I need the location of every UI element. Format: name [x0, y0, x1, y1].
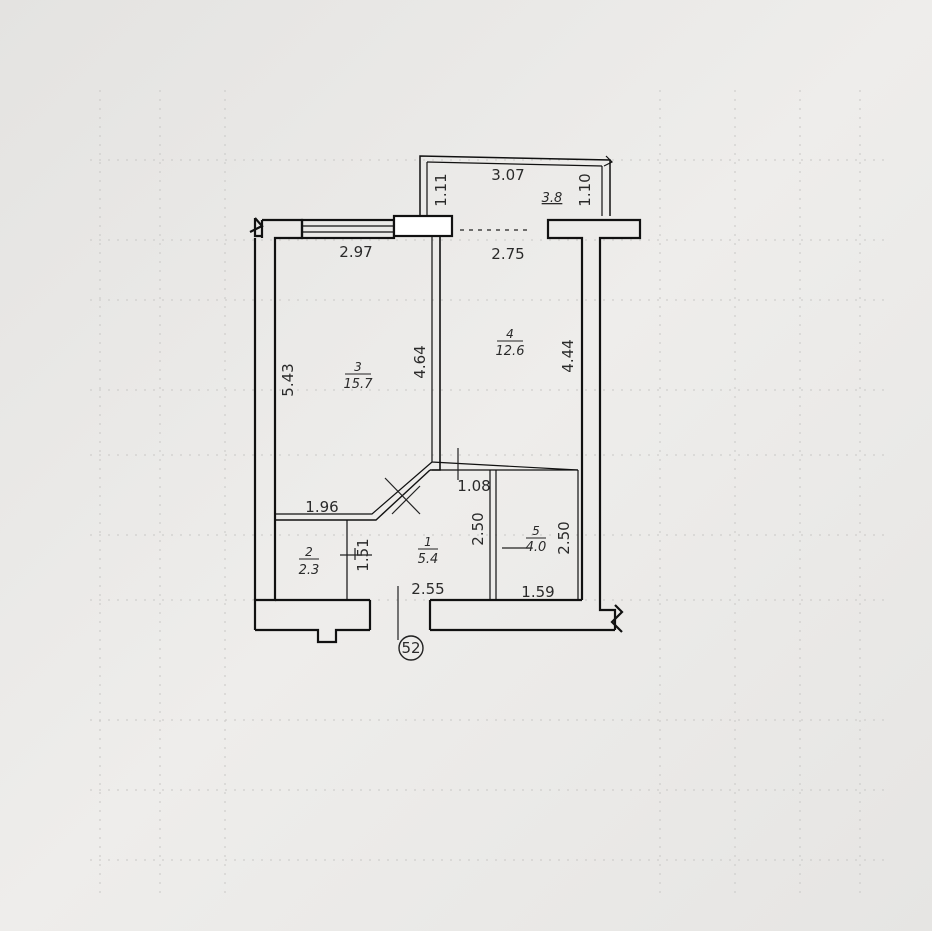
room-4-area: 12.6 [496, 344, 525, 359]
walls [249, 155, 642, 644]
room-1-area: 5.4 [418, 552, 439, 567]
axis-marker-label: 52 [401, 639, 420, 657]
room-4-number: 4 [506, 327, 514, 341]
axis-marker [398, 635, 424, 661]
room2-height-label: 1.51 [354, 538, 372, 571]
room-2-area: 2.3 [299, 563, 320, 578]
balcony-depth-right-label: 1.10 [576, 173, 594, 206]
room-3-label: 3 15.7 [344, 360, 374, 392]
plan-marks [340, 229, 532, 640]
room4-height-label: 4.44 [559, 339, 577, 372]
room-2-label: 2 2.3 [299, 545, 320, 578]
room-1-number: 1 [424, 535, 432, 549]
room-2-number: 2 [305, 545, 313, 559]
background-grid [90, 90, 890, 900]
room5-width-label: 1.59 [521, 583, 554, 601]
room3-width-label: 2.97 [339, 243, 372, 261]
balcony-depth-left-label: 1.11 [432, 173, 450, 206]
room-5-number: 5 [532, 524, 540, 538]
room-5-label: 5 4.0 [526, 524, 547, 555]
balcony-width-label: 3.07 [491, 166, 524, 184]
room-3-area: 15.7 [344, 377, 374, 392]
hall-height-label: 2.50 [469, 512, 487, 545]
room3-partition-label: 4.64 [411, 345, 429, 378]
hall-bottom-label: 2.55 [411, 580, 444, 598]
balcony-area-label: 3.8 [542, 191, 563, 206]
room-3-number: 3 [354, 360, 362, 374]
hall-top-label: 1.08 [457, 477, 490, 495]
room3-height-label: 5.43 [279, 363, 297, 396]
room-1-label: 1 5.4 [418, 535, 439, 567]
room4-width-label: 2.75 [491, 245, 524, 263]
room5-height-label: 2.50 [555, 521, 573, 554]
hall-left-label: 1.96 [305, 498, 338, 516]
room-4-label: 4 12.6 [496, 327, 525, 359]
room-5-area: 4.0 [526, 540, 547, 555]
